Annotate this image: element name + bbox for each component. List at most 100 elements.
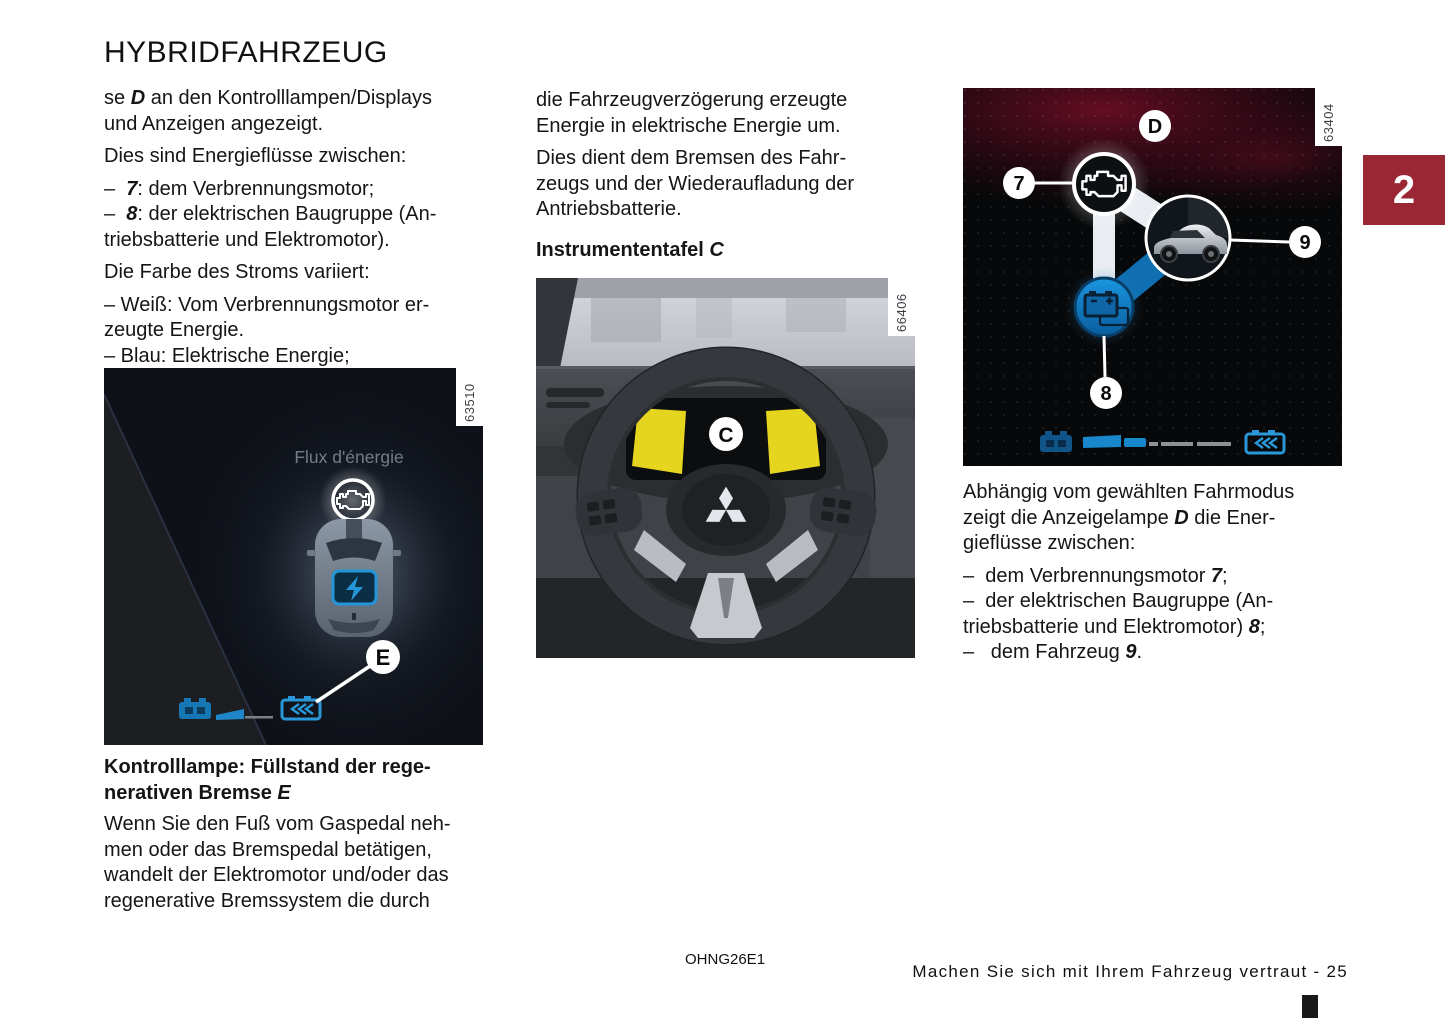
svg-text:C: C [718, 424, 733, 447]
vehicle-icon [1144, 194, 1232, 282]
text-line: regenerative Bremssystem die durch [104, 889, 430, 912]
list-item: – 7: dem Verbrennungsmotor; [104, 177, 375, 200]
engine-icon [1058, 138, 1150, 230]
regen-battery-icon [1244, 430, 1286, 455]
list-item-wrap: zeugte Energie. [104, 319, 245, 341]
document-code: OHNG26E1 [685, 951, 766, 968]
chapter-tab: 2 [1363, 155, 1445, 225]
chrome-spoke-left [634, 530, 686, 582]
mitsubishi-logo [705, 486, 747, 522]
text-line: zeigt die Anzeigelampe D die Ener- [963, 506, 1276, 529]
dash-list: – dem Verbrennungsmotor 7; – der elektri… [963, 564, 1373, 666]
instrument-cluster-screen [626, 398, 826, 480]
callout-9: 9 [1289, 226, 1321, 258]
paragraph: Dies dient dem Bremsen des Fahr- zeugs u… [536, 146, 946, 223]
figure-number: 66406 [888, 278, 915, 336]
callout-c: C [709, 417, 743, 451]
list-item: – Weiß: Vom Verbrennungsmotor er- [104, 293, 430, 316]
footer-chapter-page: Machen Sie sich mit Ihrem Fahrzeug vertr… [912, 962, 1348, 981]
list-item: – Blau: Elektrische Energie; [104, 344, 350, 367]
section-heading: Instrumententafel C [536, 238, 946, 264]
air-vent [546, 388, 604, 397]
car-top-icon [307, 519, 401, 637]
figure-number: 63404 [1315, 88, 1342, 146]
spoke-buttons-right [809, 487, 877, 536]
svg-text:8: 8 [1100, 383, 1111, 405]
chevrons-left-icon [289, 702, 314, 716]
chapter-tab-number: 2 [1392, 168, 1416, 212]
callout-line [1102, 335, 1107, 378]
paragraph: die Fahrzeugverzögerung erzeugte Energie… [536, 88, 946, 139]
figure-caption: Kontrolllampe: Füllstand der rege- nerat… [104, 755, 514, 806]
callout-d: D [1139, 110, 1171, 142]
heading-line: Instrumententafel C [536, 239, 724, 261]
dash-list: – 7: dem Verbrennungsmotor; – 8: der ele… [104, 177, 514, 254]
charge-gauge [1083, 435, 1231, 448]
highlight-right [766, 408, 820, 474]
svg-text:E: E [376, 645, 391, 670]
dash-list: – Weiß: Vom Verbrennungsmotor er- zeugte… [104, 293, 514, 370]
list-item: – 8: der elektrischen Baugruppe (An- [104, 203, 437, 225]
callout-e: E [366, 640, 400, 674]
callout-line [1229, 238, 1290, 244]
text-line: Dies sind Energieflüsse zwischen: [104, 145, 407, 167]
svg-text:63404: 63404 [1321, 103, 1336, 142]
print-corner-mark [1302, 995, 1318, 1018]
screen-edge-highlight [104, 393, 267, 745]
paragraph: se D an den Kontrolllampen/Displays und … [104, 86, 514, 137]
battery-level-icon [1040, 431, 1072, 452]
text-line: men oder das Bremspedal betätigen, [104, 838, 432, 861]
highlight-left [632, 408, 686, 474]
right-column: Abhängig vom gewählten Fahrmodus zeigt d… [963, 480, 1373, 673]
text-line: wandelt der Elektromotor und/oder das [104, 864, 449, 886]
car-side-icon [1154, 224, 1227, 263]
text-line: die Fahrzeugverzögerung erzeugte [536, 89, 848, 111]
text-line: gieflüsse zwischen: [963, 532, 1136, 554]
regen-battery-icon [280, 696, 322, 721]
left-column: se D an den Kontrolllampen/Displays und … [104, 86, 514, 376]
page-title: HYBRIDFAHRZEUG [104, 36, 388, 69]
text-line: se D an den Kontrolllampen/Displays [104, 87, 432, 109]
list-item: – dem Verbrennungsmotor 7; [963, 564, 1228, 587]
steering-wheel [575, 346, 877, 646]
caption-line: Kontrolllampe: Füllstand der rege- [104, 756, 431, 778]
text-line: Abhängig vom gewählten Fahrmodus [963, 481, 1295, 503]
chevrons-left-icon [1253, 436, 1278, 450]
list-item-wrap: triebsbatterie und Elektromotor) 8; [963, 615, 1266, 638]
text-line: zeugs und der Wiederaufladung der [536, 172, 854, 195]
text-line: Die Farbe des Stroms variiert: [104, 261, 370, 283]
paragraph: Dies sind Energieflüsse zwischen: [104, 144, 514, 170]
list-item-wrap: triebsbatterie und Elektromotor). [104, 228, 390, 251]
svg-text:9: 9 [1299, 232, 1310, 254]
lightning-bolt-icon [346, 576, 363, 601]
svg-text:63510: 63510 [462, 383, 477, 422]
spoke-buttons-left [575, 487, 643, 536]
chrome-spoke-right [766, 530, 818, 582]
svg-text:7: 7 [1013, 173, 1024, 195]
middle-column: die Fahrzeugverzögerung erzeugte Energie… [536, 88, 946, 230]
callout-7: 7 [1003, 167, 1035, 199]
text-line: Antriebsbatterie. [536, 198, 682, 220]
figure-drive-mode-display: D 7 9 8 [963, 88, 1342, 466]
callout-8: 8 [1090, 377, 1122, 409]
engine-icon [319, 466, 387, 534]
paragraph: Wenn Sie den Fuß vom Gaspedal neh- men o… [104, 812, 514, 914]
list-item: – der elektrischen Baugruppe (An- [963, 590, 1274, 612]
svg-text:D: D [1148, 116, 1162, 138]
charge-gauge [216, 709, 273, 720]
figure-instrument-panel: C [536, 278, 915, 658]
caption-line: nerativen Bremse E [104, 781, 291, 804]
figure-energy-flow-display: Flux d'énergie [104, 368, 483, 745]
text-line: und Anzeigen angezeigt. [104, 112, 324, 135]
figure-number: 63510 [456, 368, 483, 426]
energy-flow-screen-title: Flux d'énergie [294, 447, 403, 467]
traction-battery-icon [1064, 267, 1144, 347]
svg-text:66406: 66406 [894, 293, 909, 332]
text-line: Dies dient dem Bremsen des Fahr- [536, 147, 847, 169]
text-line: Wenn Sie den Fuß vom Gaspedal neh- [104, 813, 451, 835]
traction-battery-icon [331, 569, 378, 606]
list-item: – dem Fahrzeug 9. [963, 641, 1142, 663]
paragraph: Abhängig vom gewählten Fahrmodus zeigt d… [963, 480, 1373, 557]
callout-line [315, 664, 371, 704]
